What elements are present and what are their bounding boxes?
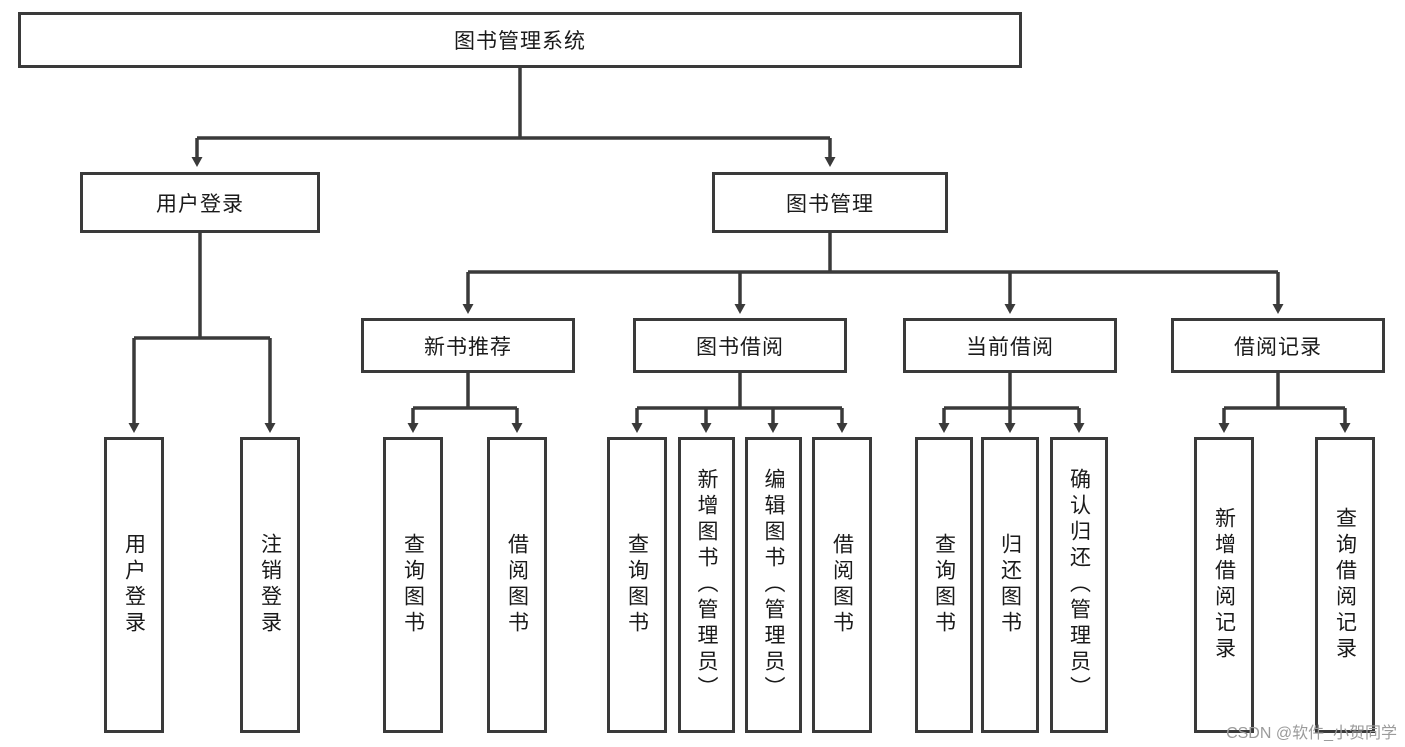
node-current-borrow[interactable]: 当前借阅	[903, 318, 1117, 373]
leaf-current-return-book[interactable]: 归还图书	[981, 437, 1039, 733]
leaf-borrow-edit-book[interactable]: 编辑图书（管理员）	[745, 437, 802, 733]
leaf-label: 新增图书（管理员）	[695, 468, 718, 702]
leaf-label: 确认归还（管理员）	[1067, 468, 1091, 702]
leaf-label: 归还图书	[998, 533, 1022, 637]
leaf-label: 借阅图书	[505, 533, 529, 637]
node-root[interactable]: 图书管理系统	[18, 12, 1022, 68]
leaf-new-book-borrow[interactable]: 借阅图书	[487, 437, 547, 733]
leaf-borrow-query-book[interactable]: 查询图书	[607, 437, 667, 733]
leaf-label: 用户登录	[122, 533, 146, 637]
node-borrow-record[interactable]: 借阅记录	[1171, 318, 1385, 373]
leaf-new-book-query[interactable]: 查询图书	[383, 437, 443, 733]
csdn-watermark: CSDN @软件_小贺同学	[1226, 725, 1397, 742]
node-new-book-recommend[interactable]: 新书推荐	[361, 318, 575, 373]
leaf-label: 查询借阅记录	[1333, 507, 1357, 663]
leaf-current-query-book[interactable]: 查询图书	[915, 437, 973, 733]
node-user-login[interactable]: 用户登录	[80, 172, 320, 233]
leaf-borrow-add-book[interactable]: 新增图书（管理员）	[678, 437, 735, 733]
node-book-borrow-label: 图书借阅	[696, 335, 784, 359]
node-book-management[interactable]: 图书管理	[712, 172, 948, 233]
leaf-label: 查询图书	[932, 533, 956, 637]
leaf-label: 查询图书	[401, 533, 425, 637]
node-current-borrow-label: 当前借阅	[966, 335, 1054, 359]
leaf-label: 注销登录	[258, 533, 282, 637]
node-root-label: 图书管理系统	[454, 30, 586, 53]
leaf-record-add[interactable]: 新增借阅记录	[1194, 437, 1254, 733]
leaf-borrow-borrow-book[interactable]: 借阅图书	[812, 437, 872, 733]
node-user-login-label: 用户登录	[156, 192, 244, 216]
leaf-label: 借阅图书	[830, 533, 854, 637]
leaf-record-query[interactable]: 查询借阅记录	[1315, 437, 1375, 733]
leaf-label: 新增借阅记录	[1212, 507, 1236, 663]
leaf-current-confirm-return[interactable]: 确认归还（管理员）	[1050, 437, 1108, 733]
leaf-user-login-login[interactable]: 用户登录	[104, 437, 164, 733]
node-new-book-recommend-label: 新书推荐	[424, 335, 512, 359]
leaf-label: 查询图书	[625, 533, 649, 637]
node-book-management-label: 图书管理	[786, 192, 874, 216]
leaf-label: 编辑图书（管理员）	[762, 468, 785, 702]
node-book-borrow[interactable]: 图书借阅	[633, 318, 847, 373]
node-borrow-record-label: 借阅记录	[1234, 335, 1322, 359]
leaf-user-login-logout[interactable]: 注销登录	[240, 437, 300, 733]
